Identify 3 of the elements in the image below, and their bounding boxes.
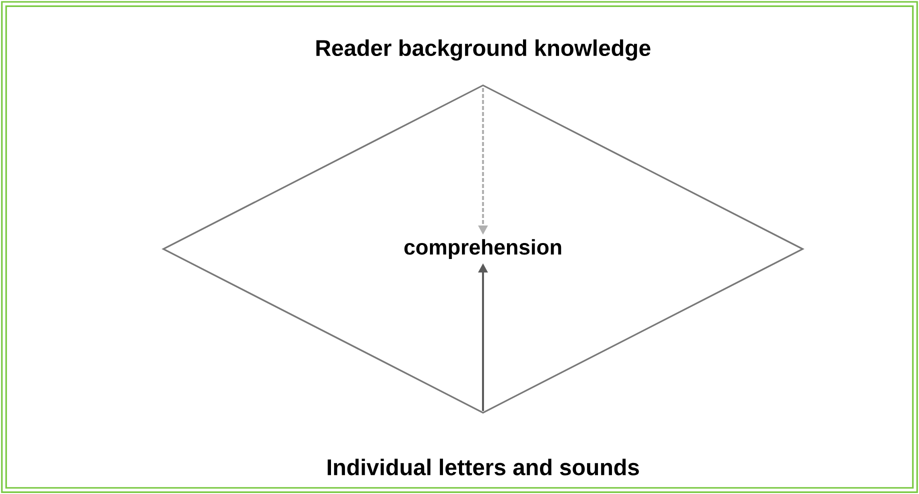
vertex-label: Reader background knowledge: [316, 39, 650, 61]
vertex-label: Individual letters and sounds: [328, 458, 639, 476]
node-label: comprehension: [404, 239, 562, 259]
